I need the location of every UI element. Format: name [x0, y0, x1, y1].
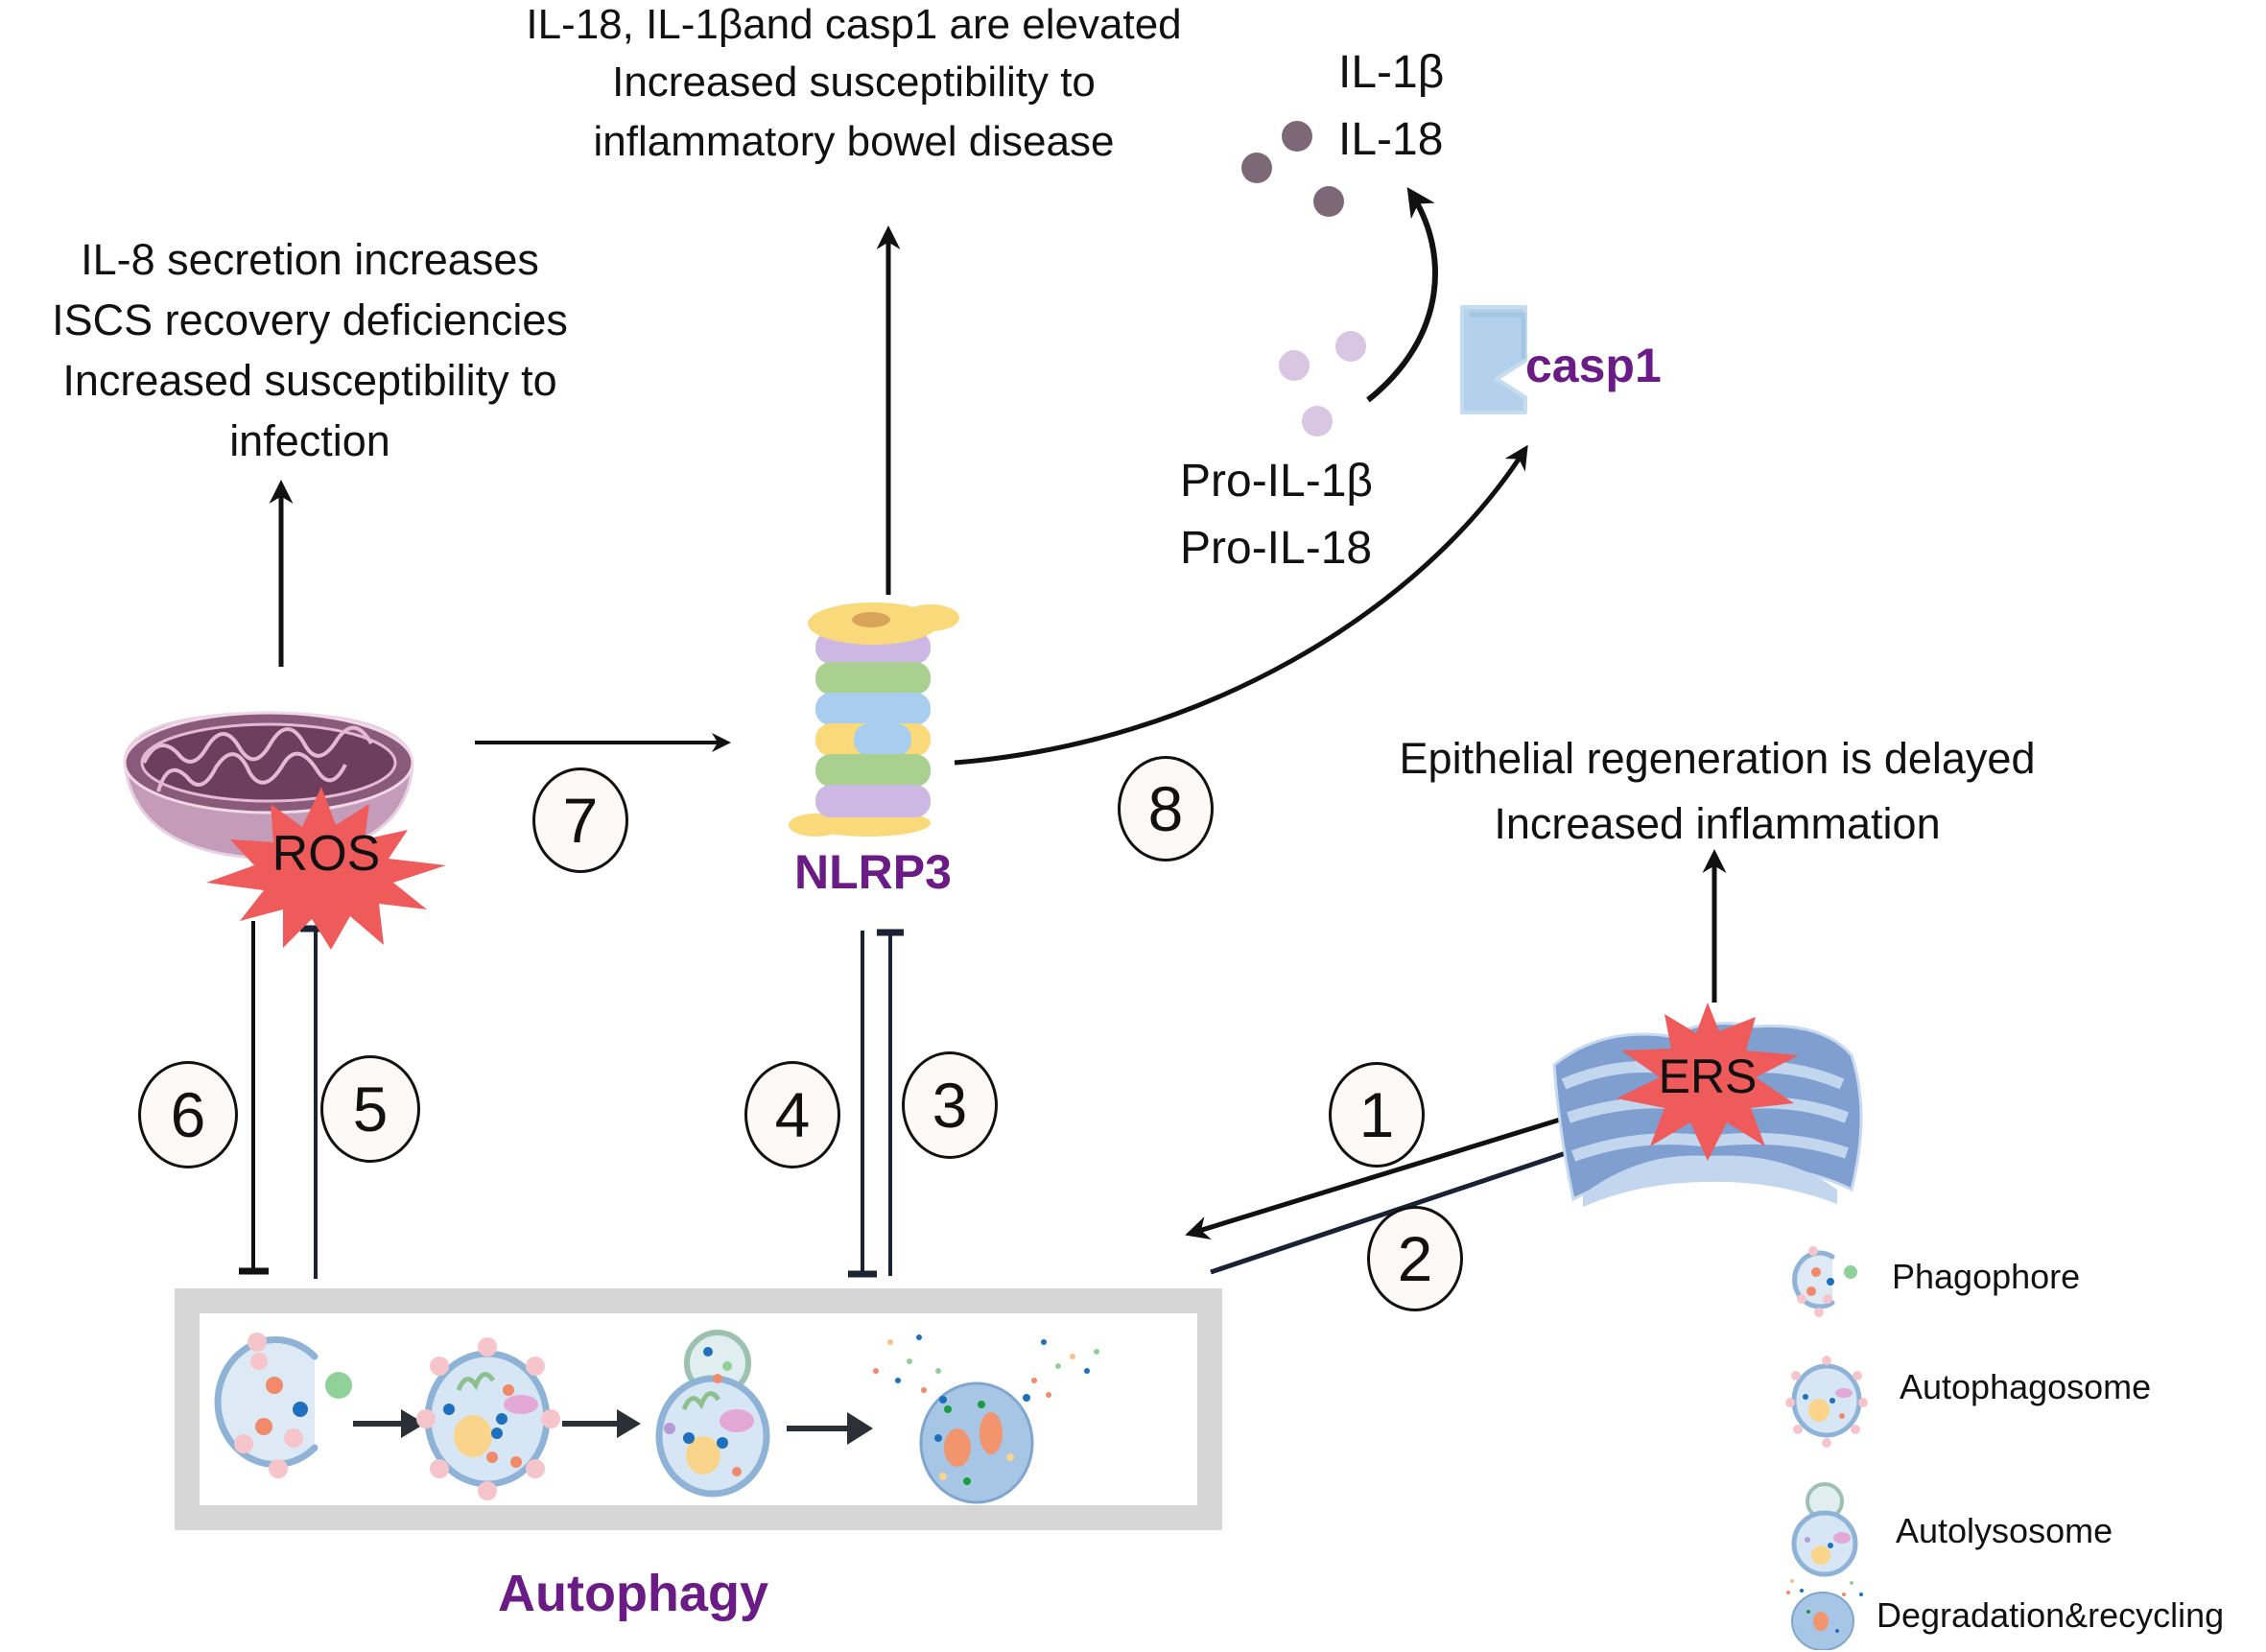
ers-label: ERS: [1658, 1050, 1758, 1103]
pro-dot: [1335, 331, 1366, 362]
infection-line-2: ISCS recovery deficiencies: [52, 295, 568, 344]
legend-autolysosome-label: Autolysosome: [1896, 1511, 2113, 1550]
pathway-number-6: 6: [138, 1061, 238, 1168]
il18-label: IL-18: [1338, 114, 1444, 165]
autolysosome-stage-icon: [655, 1330, 770, 1498]
ibd-line-1: IL-18, IL-1βand casp1 are elevated: [526, 1, 1182, 48]
legend-autophagosome-label: Autophagosome: [1900, 1367, 2152, 1406]
phagophore-stage-icon: [214, 1333, 352, 1478]
recycling-particles: [873, 1334, 1099, 1404]
stage-arrow-icon: [847, 1412, 873, 1445]
arrow-8-nlrp3-to-casp1: [954, 444, 1528, 766]
infection-line-4: infection: [229, 416, 390, 465]
inflammation-outcome-text: Epithelial regeneration is delayed Incre…: [1372, 737, 2063, 860]
ibd-line-2: Increased susceptibility to: [612, 59, 1096, 106]
legend-phagophore-label: Phagophore: [1892, 1257, 2081, 1296]
mature-dot: [1282, 121, 1312, 152]
pathway-number-5: 5: [320, 1055, 420, 1163]
stage-arrow-icon: [401, 1409, 425, 1438]
pro-cytokine-labels: Pro-IL-1β Pro-IL-18: [1180, 459, 1429, 593]
inflammation-line-1: Epithelial regeneration is delayed: [1399, 734, 2036, 783]
casp1-icon: [1460, 305, 1527, 414]
legend-degradation-label: Degradation&recycling: [1877, 1595, 2225, 1635]
il1b-label: IL-1β: [1338, 47, 1445, 98]
pro-il1b-label: Pro-IL-1β: [1180, 456, 1373, 507]
pro-cytokine-dots: [1279, 331, 1366, 437]
nlrp3-rows: [815, 631, 931, 817]
nlrp3-label: NLRP3: [794, 845, 952, 899]
pathway-number-4: 4: [744, 1061, 840, 1168]
mature-cytokine-dots: [1241, 121, 1344, 217]
autophagy-stages: [214, 1330, 1099, 1504]
inflammation-line-2: Increased inflammation: [1494, 799, 1941, 848]
ibd-line-3: inflammatory bowel disease: [593, 118, 1115, 165]
infection-outcome-text: IL-8 secretion increases ISCS recovery d…: [0, 238, 620, 480]
arrow-pro-to-mature: [1366, 187, 1438, 403]
mature-dot: [1313, 186, 1344, 217]
casp1-label: casp1: [1525, 339, 1662, 392]
autophagy-process-box: [175, 1288, 1222, 1530]
pro-il18-label: Pro-IL-18: [1180, 523, 1373, 574]
degradation-stage-icon: [873, 1334, 1099, 1504]
mature-cytokine-labels: IL-1β IL-18: [1338, 50, 1482, 184]
ibd-outcome-text: IL-18, IL-1βand casp1 are elevated Incre…: [422, 4, 1286, 178]
infection-line-3: Increased susceptibility to: [62, 356, 557, 405]
nlrp3-inflammasome-icon: [789, 602, 959, 837]
infection-line-1: IL-8 secretion increases: [81, 235, 539, 284]
pathway-number-8: 8: [1118, 756, 1214, 861]
legend-autophagosome-icon: [1785, 1356, 1868, 1448]
legend-phagophore-icon: [1792, 1246, 1857, 1317]
pro-dot: [1302, 406, 1333, 437]
legend-degradation-icon: [1786, 1579, 1863, 1650]
legend: Phagophore Autophagosome Autolysosome De…: [1784, 1228, 2264, 1650]
ros-label: ROS: [271, 826, 381, 882]
pro-dot: [1279, 350, 1310, 381]
pathway-number-7: 7: [532, 767, 628, 873]
pathway-number-2: 2: [1367, 1206, 1463, 1311]
pathway-number-1: 1: [1329, 1062, 1425, 1168]
autophagosome-stage-icon: [416, 1337, 560, 1500]
stage-arrow-icon: [617, 1409, 641, 1438]
legend-autolysosome-icon: [1791, 1482, 1858, 1577]
autophagy-label: Autophagy: [498, 1565, 768, 1622]
ros-burst-icon: [206, 787, 446, 950]
pathway-number-3: 3: [902, 1051, 998, 1159]
ers-burst-icon: [1617, 1003, 1799, 1161]
mature-dot: [1241, 153, 1272, 183]
arrow-1-ers-to-autophagy: [1185, 1114, 1570, 1240]
